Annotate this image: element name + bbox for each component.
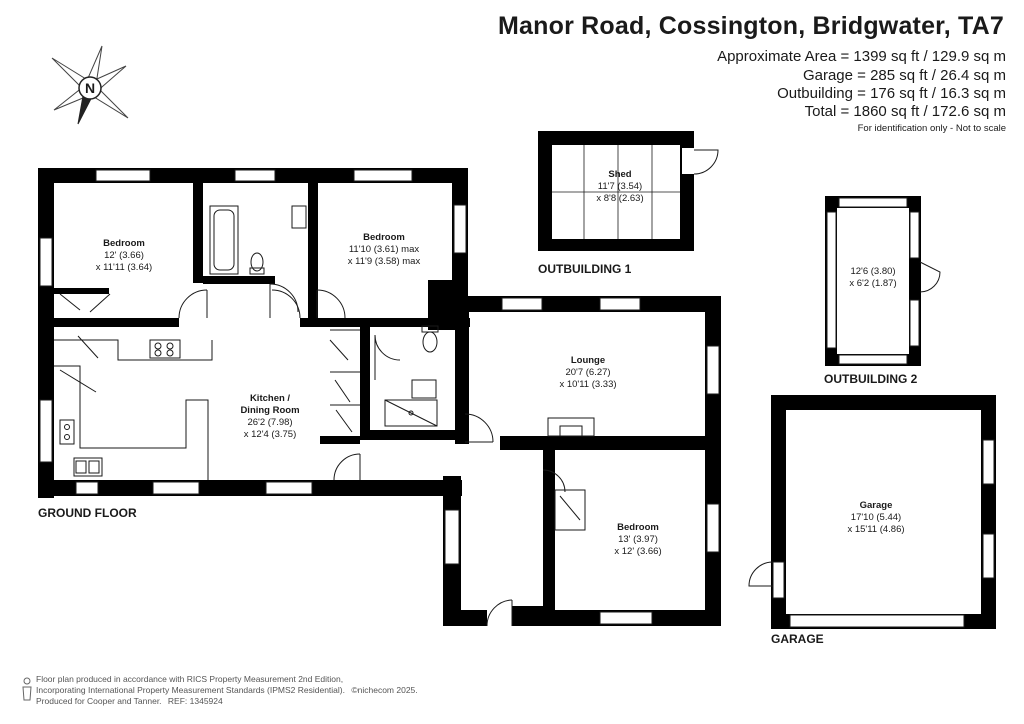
footer-line-2: Incorporating International Property Mea… xyxy=(36,685,345,695)
svg-text:Bedroom: Bedroom xyxy=(363,232,405,243)
area-approximate: Approximate Area = 1399 sq ft / 129.9 sq… xyxy=(717,48,1006,65)
svg-text:x 11'11 (3.64): x 11'11 (3.64) xyxy=(96,262,152,273)
svg-text:x 8'8 (2.63): x 8'8 (2.63) xyxy=(596,193,643,204)
svg-text:20'7 (6.27): 20'7 (6.27) xyxy=(565,367,610,378)
identification-note: For identification only - Not to scale xyxy=(857,123,1006,134)
shed-walls xyxy=(538,131,719,251)
room-garage: Garage 17'10 (5.44) x 15'11 (4.86) xyxy=(847,500,904,535)
compass-icon: N xyxy=(51,45,129,125)
svg-text:Dining Room: Dining Room xyxy=(240,405,299,416)
garage-walls xyxy=(748,395,996,629)
room-bedroom-1: Bedroom 12' (3.66) x 11'11 (3.64) xyxy=(96,238,152,273)
svg-text:Bedroom: Bedroom xyxy=(103,238,145,249)
svg-text:x 6'2 (1.87): x 6'2 (1.87) xyxy=(849,278,896,289)
svg-text:x 10'11 (3.33): x 10'11 (3.33) xyxy=(559,379,616,390)
person-icon xyxy=(22,677,32,701)
svg-text:17'10 (5.44): 17'10 (5.44) xyxy=(851,512,901,523)
compass-letter: N xyxy=(85,80,95,96)
svg-text:x 11'9 (3.58) max: x 11'9 (3.58) max xyxy=(348,256,421,267)
area-garage: Garage = 285 sq ft / 26.4 sq m xyxy=(802,67,1006,84)
label-garage: GARAGE xyxy=(771,632,824,646)
outbuilding2-walls xyxy=(825,196,941,366)
svg-text:12' (3.66): 12' (3.66) xyxy=(104,250,144,261)
svg-text:12'6 (3.80): 12'6 (3.80) xyxy=(850,266,895,277)
svg-text:x 12' (3.66): x 12' (3.66) xyxy=(614,546,661,557)
svg-text:Shed: Shed xyxy=(608,169,631,180)
svg-text:x 15'11 (4.86): x 15'11 (4.86) xyxy=(847,524,904,535)
label-outbuilding-2: OUTBUILDING 2 xyxy=(824,372,918,386)
windows xyxy=(39,169,720,625)
label-outbuilding-1: OUTBUILDING 1 xyxy=(538,262,632,276)
page-title: Manor Road, Cossington, Bridgwater, TA7 xyxy=(498,12,1004,40)
svg-text:11'10 (3.61) max: 11'10 (3.61) max xyxy=(349,244,420,255)
svg-text:Bedroom: Bedroom xyxy=(617,522,659,533)
svg-text:26'2 (7.98): 26'2 (7.98) xyxy=(247,417,292,428)
fixtures xyxy=(54,205,595,627)
footer-line-3-wrap: Produced for Cooper and Tanner. REF: 134… xyxy=(36,696,223,706)
room-shed: Shed 11'7 (3.54) x 8'8 (2.63) xyxy=(596,169,643,204)
area-outbuilding: Outbuilding = 176 sq ft / 16.3 sq m xyxy=(777,85,1006,102)
room-outbuilding-2: 12'6 (3.80) x 6'2 (1.87) xyxy=(849,266,896,289)
svg-text:Garage: Garage xyxy=(860,500,893,511)
footer-line-3: Produced for Cooper and Tanner. xyxy=(36,696,162,706)
footer-ref: REF: 1345924 xyxy=(167,696,223,706)
room-bedroom-2: Bedroom 11'10 (3.61) max x 11'9 (3.58) m… xyxy=(348,232,421,267)
room-kitchen: Kitchen / Dining Room 26'2 (7.98) x 12'4… xyxy=(240,393,299,440)
svg-text:11'7 (3.54): 11'7 (3.54) xyxy=(598,181,642,192)
svg-text:Lounge: Lounge xyxy=(571,355,605,366)
room-bedroom-3: Bedroom 13' (3.97) x 12' (3.66) xyxy=(614,522,661,557)
footer-brand: ©nichecom 2025. xyxy=(351,685,418,695)
svg-text:13' (3.97): 13' (3.97) xyxy=(618,534,658,545)
label-ground-floor: GROUND FLOOR xyxy=(38,506,137,520)
svg-text:Kitchen /: Kitchen / xyxy=(250,393,290,404)
svg-text:x 12'4 (3.75): x 12'4 (3.75) xyxy=(244,429,297,440)
room-lounge: Lounge 20'7 (6.27) x 10'11 (3.33) xyxy=(559,355,616,390)
footer-line-1: Floor plan produced in accordance with R… xyxy=(36,674,344,684)
area-total: Total = 1860 sq ft / 172.6 sq m xyxy=(804,103,1006,120)
footer-line-2-wrap: Incorporating International Property Mea… xyxy=(36,685,418,695)
